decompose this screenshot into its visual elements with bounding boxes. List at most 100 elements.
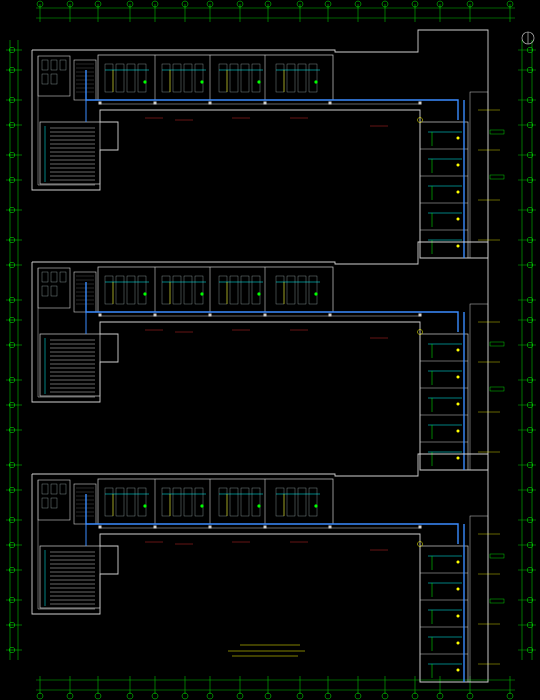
axis-bubble bbox=[381, 692, 389, 700]
main-duct bbox=[85, 282, 459, 332]
axis-bubble bbox=[8, 596, 16, 604]
desk-group bbox=[137, 63, 147, 93]
equipment-marker bbox=[456, 244, 460, 248]
axis-bubble bbox=[8, 96, 16, 104]
axis-bubble bbox=[526, 426, 534, 434]
axis-bubble bbox=[324, 692, 332, 700]
desk-group bbox=[297, 63, 307, 93]
desk-group bbox=[251, 275, 261, 305]
axis-bubble bbox=[264, 692, 272, 700]
desk-group bbox=[137, 275, 147, 305]
axis-bubble bbox=[296, 692, 304, 700]
desk-group bbox=[115, 487, 125, 517]
axis-bubble bbox=[526, 376, 534, 384]
axis-bubble bbox=[526, 486, 534, 494]
annotation-tag bbox=[489, 174, 505, 180]
axis-bubble bbox=[526, 66, 534, 74]
floor-plan-1 bbox=[31, 29, 505, 259]
desk-group bbox=[194, 63, 204, 93]
annotation-tag bbox=[489, 553, 505, 559]
equipment-marker bbox=[456, 217, 460, 221]
axis-bubble bbox=[8, 46, 16, 54]
fixture bbox=[59, 59, 67, 71]
axis-bubble bbox=[126, 0, 134, 8]
desk-group bbox=[240, 487, 250, 517]
axis-bubble bbox=[8, 646, 16, 654]
equipment-marker bbox=[143, 80, 147, 84]
fixture bbox=[50, 271, 58, 283]
fixture bbox=[50, 59, 58, 71]
axis-bubble bbox=[506, 0, 514, 8]
valve-symbol bbox=[417, 541, 423, 547]
column bbox=[98, 525, 102, 529]
fixture bbox=[50, 483, 58, 495]
equipment-marker bbox=[200, 80, 204, 84]
wing-rooms bbox=[419, 545, 469, 683]
axis-bubble bbox=[526, 236, 534, 244]
fixture bbox=[41, 483, 49, 495]
annotation-tag bbox=[489, 386, 505, 392]
desk-group bbox=[308, 275, 318, 305]
column bbox=[98, 313, 102, 317]
column bbox=[98, 101, 102, 105]
toilet-block bbox=[37, 479, 71, 521]
axis-bubble bbox=[8, 486, 16, 494]
axis-bubble bbox=[526, 316, 534, 324]
axis-bubble bbox=[526, 566, 534, 574]
exterior-wall bbox=[469, 515, 489, 683]
axis-bubble bbox=[8, 151, 16, 159]
column bbox=[418, 101, 422, 105]
drawing-title-block bbox=[228, 644, 305, 657]
equipment-marker bbox=[200, 292, 204, 296]
main-duct bbox=[85, 494, 459, 544]
desk-group bbox=[126, 487, 136, 517]
axis-bubble bbox=[181, 0, 189, 8]
column bbox=[153, 313, 157, 317]
column bbox=[153, 525, 157, 529]
column bbox=[328, 525, 332, 529]
annotation-tag bbox=[489, 129, 505, 135]
axis-bubble bbox=[94, 692, 102, 700]
equipment-marker bbox=[456, 668, 460, 672]
stair-core bbox=[73, 59, 97, 101]
axis-bubble bbox=[66, 692, 74, 700]
equipment-marker bbox=[314, 504, 318, 508]
axis-bubble bbox=[126, 692, 134, 700]
axis-bubble bbox=[526, 341, 534, 349]
axis-bubble bbox=[8, 316, 16, 324]
inner-wall bbox=[37, 56, 95, 186]
axis-bubble bbox=[526, 461, 534, 469]
fixture bbox=[41, 497, 49, 509]
axis-bubble bbox=[436, 692, 444, 700]
desk-group bbox=[240, 275, 250, 305]
axis-bubbles bbox=[8, 0, 534, 700]
wing-rooms bbox=[419, 121, 469, 259]
equipment-marker bbox=[456, 587, 460, 591]
fixture bbox=[41, 59, 49, 71]
axis-bubble bbox=[526, 516, 534, 524]
axis-bubble bbox=[526, 151, 534, 159]
axis-bubble bbox=[354, 0, 362, 8]
axis-bubble bbox=[8, 341, 16, 349]
inner-wall bbox=[37, 480, 95, 610]
desk-group bbox=[229, 487, 239, 517]
axis-bubble bbox=[526, 296, 534, 304]
axis-bubble bbox=[296, 0, 304, 8]
axis-bubble bbox=[8, 66, 16, 74]
equipment-marker bbox=[456, 190, 460, 194]
equipment-marker bbox=[143, 504, 147, 508]
axis-bubble bbox=[36, 0, 44, 8]
axis-bubble bbox=[151, 0, 159, 8]
desk-group bbox=[251, 487, 261, 517]
axis-bubble bbox=[8, 236, 16, 244]
axis-bubble bbox=[36, 692, 44, 700]
stair-core bbox=[73, 271, 97, 313]
desk-group bbox=[194, 487, 204, 517]
fixture bbox=[41, 285, 49, 297]
equipment-marker bbox=[314, 80, 318, 84]
desk-group bbox=[308, 63, 318, 93]
desk-group bbox=[115, 63, 125, 93]
axis-bubble bbox=[8, 566, 16, 574]
equipment-marker bbox=[200, 504, 204, 508]
